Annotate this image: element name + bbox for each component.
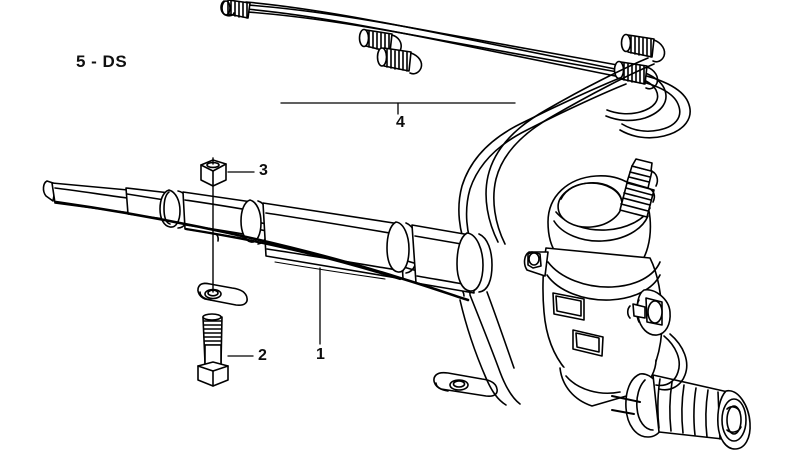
- rack-boot-right: [611, 373, 751, 450]
- valve-body-left-lug: [523, 251, 549, 277]
- callout-label-4: 4: [396, 114, 405, 131]
- line-fitting-middle-lower: [376, 47, 423, 75]
- callout-label-1: 1: [316, 346, 325, 363]
- line-fitting-left: [220, 0, 251, 19]
- hex-nut-part: [200, 159, 227, 187]
- splined-input-shaft: [619, 158, 659, 218]
- valve-body-right-boss: [635, 289, 671, 336]
- callout-label-2: 2: [258, 347, 267, 364]
- steering-gear-valve-body: [523, 158, 671, 407]
- line-fitting-right-upper: [620, 33, 666, 63]
- diagram-title: 5 - DS: [76, 52, 128, 71]
- callout-label-3: 3: [259, 162, 268, 179]
- mounting-bracket-right: [433, 371, 498, 397]
- hex-bolt-part: [197, 313, 229, 387]
- callout-leaders: [227, 102, 516, 357]
- mounting-bracket-left: [197, 282, 248, 306]
- steering-rack-assembly: [42, 158, 751, 450]
